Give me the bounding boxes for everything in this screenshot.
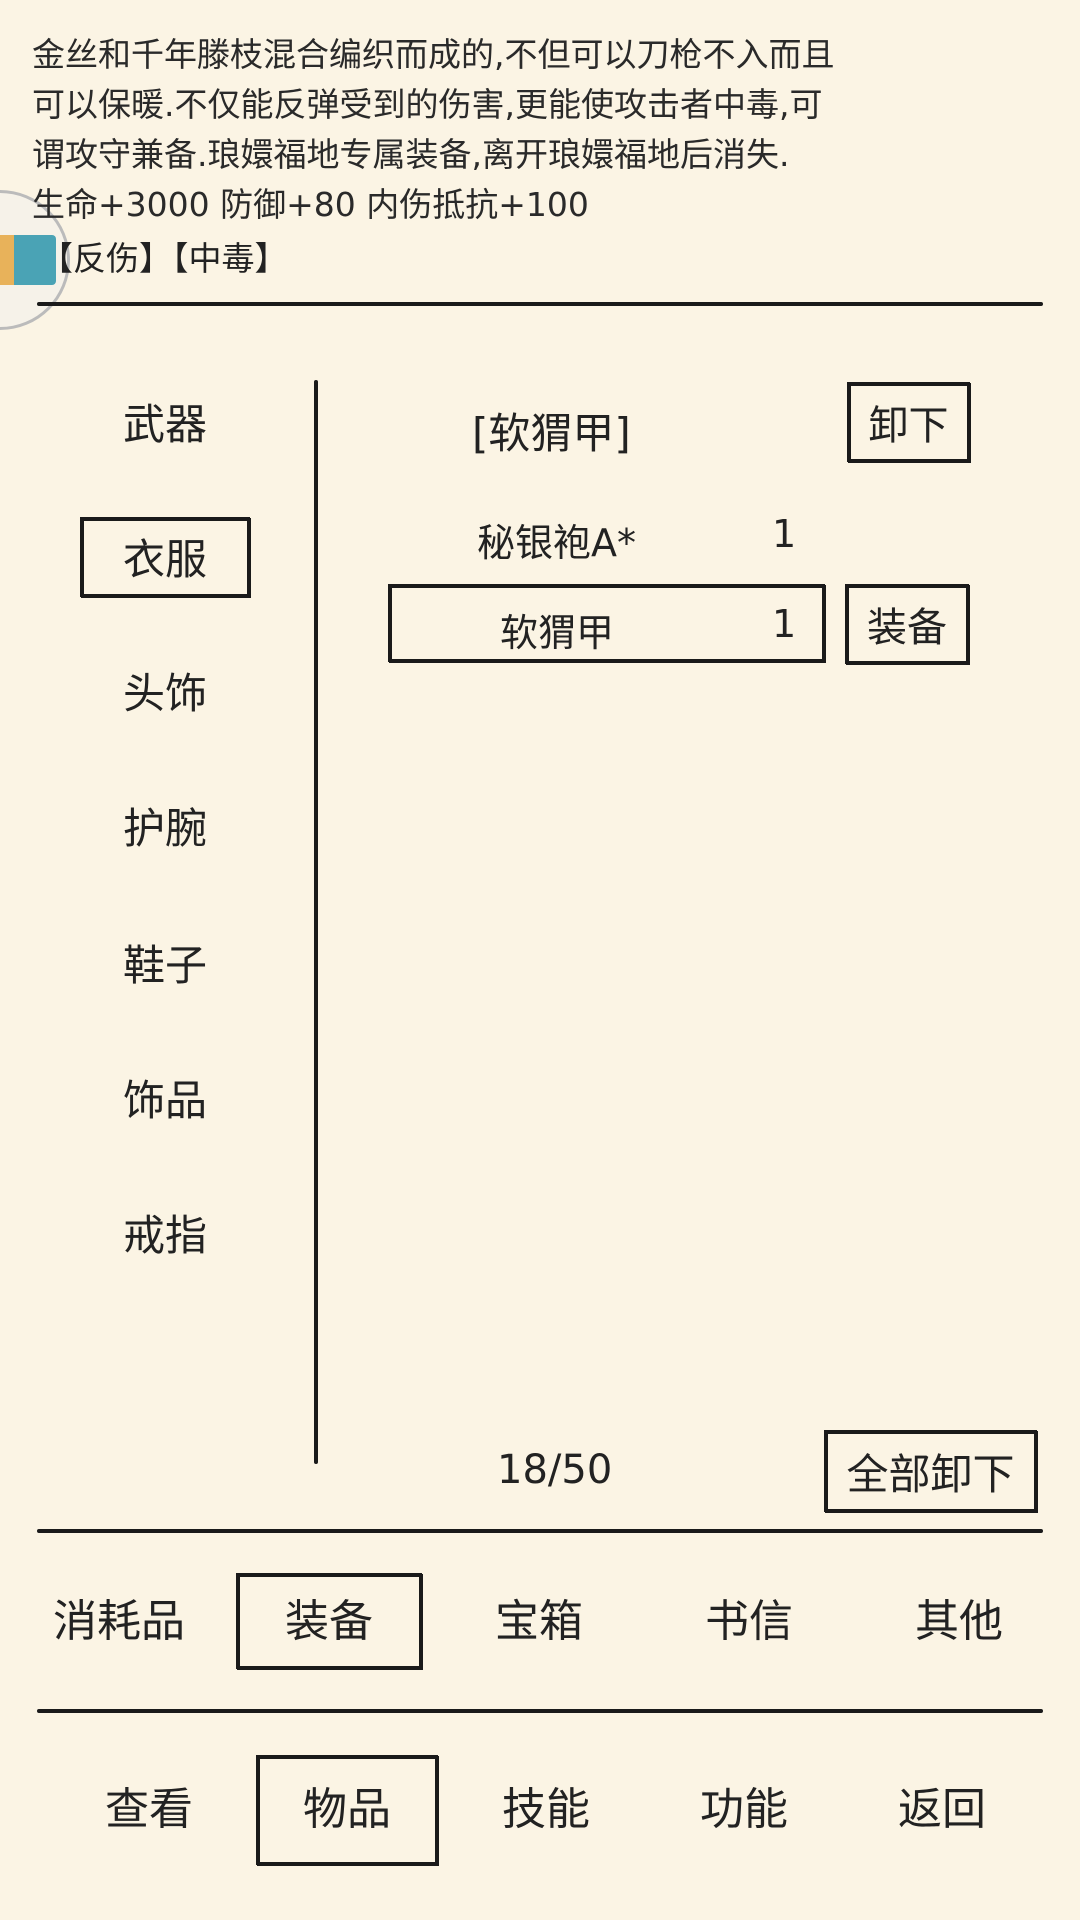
category-weapon[interactable]: 武器	[122, 400, 207, 449]
equip-button[interactable]: 装备	[845, 584, 969, 664]
category-clothes[interactable]: 衣服	[122, 535, 207, 584]
divider	[37, 302, 1043, 306]
item-stats: 生命+3000 防御+80 内伤抵抗+100	[32, 185, 589, 224]
nav-functions[interactable]: 功能	[700, 1784, 788, 1835]
description-line: 可以保暖.不仅能反弹受到的伤害,更能使攻击者中毒,可	[32, 85, 823, 124]
selected-item-tab-frame	[236, 1573, 422, 1669]
category-ring[interactable]: 戒指	[122, 1211, 207, 1260]
selected-category-frame	[80, 517, 250, 597]
unequip-button[interactable]: 卸下	[847, 382, 970, 462]
tab-chests[interactable]: 宝箱	[495, 1596, 583, 1647]
vertical-divider	[314, 380, 318, 1464]
nav-skills[interactable]: 技能	[502, 1784, 590, 1835]
description-line: 谓攻守兼备.琅嬛福地专属装备,离开琅嬛福地后消失.	[32, 135, 790, 174]
tab-consumables[interactable]: 消耗品	[53, 1596, 185, 1647]
tab-equipment[interactable]: 装备	[285, 1596, 373, 1647]
item-name[interactable]: 秘银袍A*	[477, 521, 636, 565]
nav-back[interactable]: 返回	[898, 1784, 986, 1835]
nav-items[interactable]: 物品	[303, 1784, 391, 1835]
tab-other[interactable]: 其他	[915, 1596, 1003, 1647]
divider	[37, 1709, 1043, 1713]
item-count: 1	[772, 602, 797, 646]
bag-capacity: 18/50	[497, 1447, 613, 1493]
divider	[37, 1529, 1043, 1533]
tab-letters[interactable]: 书信	[705, 1596, 793, 1647]
item-effect-tags: 【反伤】【中毒】	[40, 239, 288, 278]
item-description: 金丝和千年滕枝混合编织而成的,不但可以刀枪不入而且 可以保暖.不仅能反弹受到的伤…	[32, 30, 1042, 230]
item-name[interactable]: 软猬甲	[500, 611, 615, 655]
description-line: 金丝和千年滕枝混合编织而成的,不但可以刀枪不入而且	[32, 35, 835, 74]
category-bracer[interactable]: 护腕	[122, 804, 207, 853]
category-accessory[interactable]: 饰品	[122, 1076, 207, 1125]
equipped-item-name: [软猬甲]	[472, 409, 631, 458]
floating-app-icon[interactable]	[0, 235, 56, 285]
category-headwear[interactable]: 头饰	[122, 669, 207, 718]
unequip-all-button[interactable]: 全部卸下	[824, 1430, 1037, 1512]
selected-nav-frame	[256, 1755, 438, 1865]
nav-view[interactable]: 查看	[105, 1784, 193, 1835]
selected-item-row[interactable]	[388, 584, 825, 662]
category-shoes[interactable]: 鞋子	[122, 941, 207, 990]
item-count: 1	[772, 512, 797, 556]
